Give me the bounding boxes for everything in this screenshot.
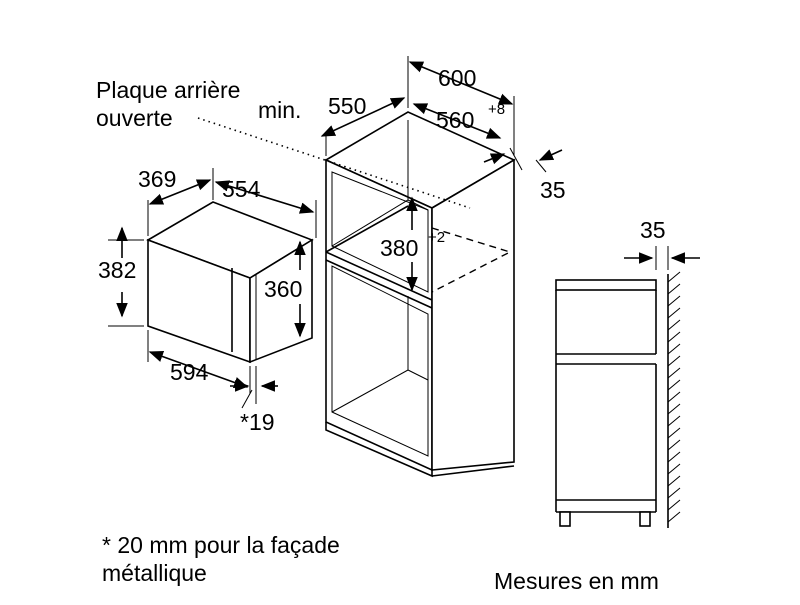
- dim-382-label: 382: [98, 257, 136, 283]
- cabinet-side-face: [431, 158, 515, 471]
- dim-19-label: *19: [240, 409, 275, 435]
- side-top-shelf: [555, 279, 657, 291]
- dim-600-label: 600: [438, 65, 476, 91]
- back-panel-label-line1: Plaque arrière: [96, 77, 240, 103]
- microwave-drawing: 369 554 382 360 594 *19: [98, 166, 317, 435]
- dim-380-sup: +2: [428, 229, 445, 246]
- side-foot-right: [639, 511, 651, 527]
- dim-554-line: [214, 180, 315, 214]
- dim-369-line: [148, 179, 212, 205]
- side-foot-left: [559, 511, 571, 527]
- units-note: Mesures en mm: [494, 568, 659, 594]
- wall-hatching: [667, 271, 681, 523]
- dim-560-sup: +8: [488, 101, 505, 118]
- dim-35-right-label: 35: [540, 177, 566, 203]
- dim-600-line: [408, 61, 514, 105]
- dim-380-label: 380: [380, 235, 418, 261]
- cabinet-drawing: Plaque arrière ouverte min. 550 600 560 …: [96, 56, 566, 478]
- dim-550-label: 550: [328, 93, 366, 119]
- cabinet-front-face: [325, 158, 433, 472]
- dim-594-line: [148, 350, 249, 389]
- cabinet-lower-opening: [331, 265, 429, 457]
- min-label: min.: [258, 97, 301, 123]
- dim-35-side-label: 35: [640, 217, 666, 243]
- dim-550-line: [320, 97, 406, 137]
- dim-360-label: 360: [264, 276, 302, 302]
- footnote-line2: métallique: [102, 560, 207, 586]
- dim-560-label: 560: [436, 107, 474, 133]
- dim-554-label: 554: [222, 176, 261, 202]
- dim-560-line: [412, 103, 502, 139]
- side-section-drawing: 35: [555, 217, 700, 528]
- back-panel-leader: [197, 117, 471, 209]
- dim-369-label: 369: [138, 166, 176, 192]
- cabinet-microwave-outline: [431, 227, 512, 293]
- footnote-line1: * 20 mm pour la façade: [102, 532, 340, 558]
- cabinet-upper-opening: [331, 171, 429, 293]
- dim-594-label: 594: [170, 359, 209, 385]
- back-panel-label-line2: ouverte: [96, 105, 173, 131]
